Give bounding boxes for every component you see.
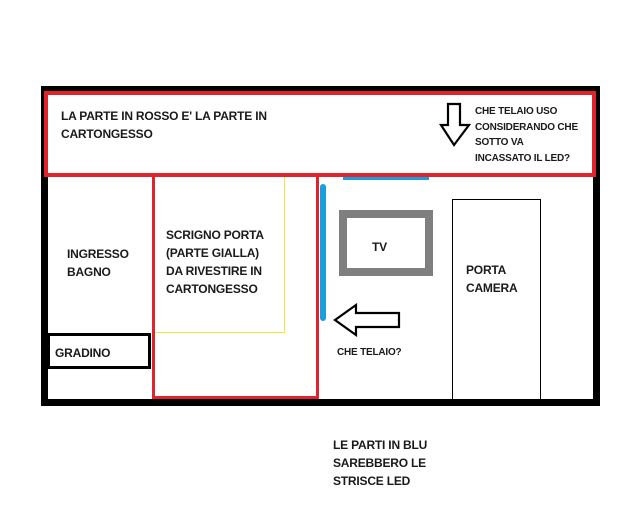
bedroom-door-label: PORTA CAMERA [466,263,518,295]
arrow-down-icon [438,102,472,147]
led-strip-vertical [320,184,326,321]
arrow-left-icon [333,302,401,338]
drywall-header-red [44,91,596,177]
tv-label: TV [372,240,387,254]
step-label: GRADINO [55,346,111,360]
bedroom-door-box [452,199,541,399]
step-box [47,333,151,369]
drywall-pocket-door-cover-red [152,174,319,399]
drywall-note: LA PARTE IN ROSSO E' LA PARTE IN CARTONG… [61,109,267,141]
led-strip-top [343,175,429,180]
room-wall-outline [41,86,600,406]
legend-blue-note: LE PARTI IN BLU SAREBBERO LE STRISCE LED [333,438,428,488]
pocket-door-label: SCRIGNO PORTA (PARTE GIALLA) DA RIVESTIR… [166,228,264,296]
bathroom-entrance-label: INGRESSO BAGNO [67,247,129,279]
tv-box [339,210,433,276]
side-question-note: CHE TELAIO? [337,347,402,358]
top-question-note: CHE TELAIO USO CONSIDERANDO CHE SOTTO VA… [475,106,578,164]
